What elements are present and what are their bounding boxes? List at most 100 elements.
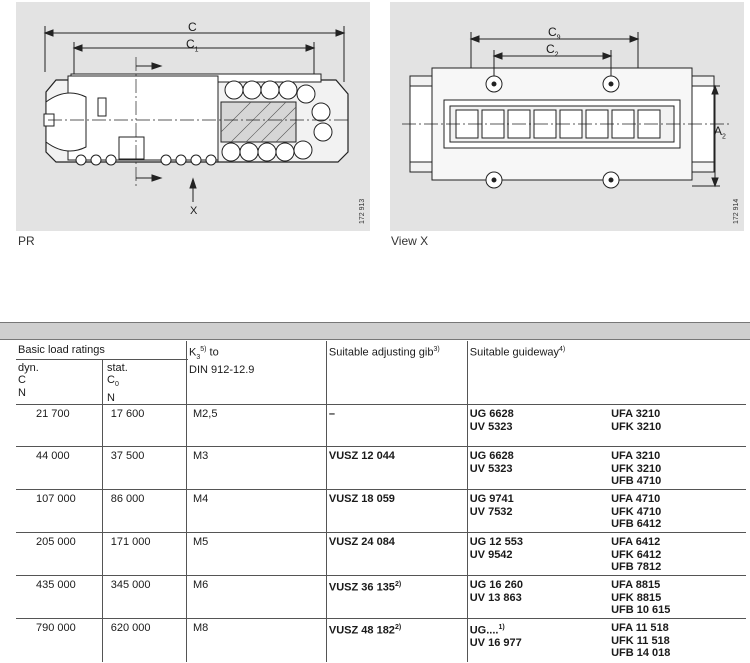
cell-dyn: 790 000 — [16, 618, 103, 662]
cell-dyn: 435 000 — [16, 575, 103, 619]
header-k3-line1: K35) to — [189, 346, 219, 361]
gib-value: VUSZ 24 084 — [328, 536, 395, 549]
guideway-item: UFK 4710 — [611, 505, 662, 518]
guideway-item: UFA 3210 — [611, 450, 661, 463]
cell-k3: M5 — [186, 532, 327, 576]
pr-drawing — [43, 26, 350, 202]
guideway-item: UV 16 977 — [469, 637, 522, 650]
guideway-item: UV 5323 — [469, 420, 513, 433]
guideway-item: UFK 11 518 — [611, 634, 670, 647]
cell-k3: M6 — [186, 575, 327, 619]
cell-gib: – — [325, 404, 468, 447]
cell-guideway-a: UG....1)UV 16 977 — [466, 618, 610, 662]
cell-gib: VUSZ 48 1822) — [325, 618, 468, 662]
guideway-item: UFK 6412 — [611, 548, 662, 561]
guideway-item: UV 9542 — [469, 548, 513, 561]
guideway-item: UFB 14 018 — [611, 647, 671, 660]
table-header-row: Basic load ratings dyn. C N stat. C0 N K… — [16, 341, 746, 405]
cell-stat: 620 000 — [101, 618, 187, 662]
cell-stat: 171 000 — [101, 532, 187, 576]
header-stat: stat. C0 N — [102, 359, 186, 405]
cell-k3: M4 — [186, 489, 327, 533]
figure-number: 172 913 — [359, 198, 366, 224]
guideway-item: UFA 4710 — [611, 493, 661, 506]
cell-gib: VUSZ 12 044 — [325, 446, 468, 490]
view-x-drawing — [402, 32, 732, 189]
cell-gib: VUSZ 18 059 — [325, 489, 468, 533]
figure-number: 172 914 — [733, 198, 740, 224]
guideway-item: UFA 8815 — [611, 579, 661, 592]
gib-value: VUSZ 18 059 — [328, 493, 395, 506]
guideway-item: UFB 6412 — [611, 518, 662, 531]
dim-c2-label: C2 — [546, 42, 559, 59]
gib-value: VUSZ 36 135 — [328, 581, 395, 594]
header-stat-line2: C0 — [107, 374, 119, 389]
dim-c-label: C — [188, 20, 197, 34]
guideway-item: UFK 3210 — [611, 462, 662, 475]
guideway-item: UV 5323 — [469, 462, 513, 475]
cell-k3: M8 — [186, 618, 327, 662]
header-gib: Suitable adjusting gib3) — [325, 341, 468, 405]
cell-stat: 345 000 — [101, 575, 187, 619]
header-dyn-line1: dyn. — [18, 361, 39, 374]
guideway-item: UFB 7812 — [611, 561, 662, 574]
cell-dyn: 107 000 — [16, 489, 103, 533]
guideway-item: UG 6628 — [469, 408, 514, 421]
gib-value: VUSZ 48 182 — [328, 624, 395, 637]
header-dyn-unit: N — [18, 386, 26, 399]
gib-value: – — [328, 408, 336, 421]
figure-caption-pr: PR — [18, 234, 35, 248]
header-stat-unit: N — [107, 391, 115, 404]
cell-stat: 37 500 — [101, 446, 187, 490]
guideway-item: UV 7532 — [469, 505, 513, 518]
header-dyn-line2: C — [18, 374, 26, 386]
header-basic-load-label: Basic load ratings — [16, 341, 188, 360]
guideway-item: UG 9741 — [469, 493, 514, 506]
table-band — [0, 322, 750, 340]
figure-caption-view-x: View X — [391, 234, 429, 248]
header-dyn: dyn. C N — [16, 360, 102, 405]
cell-k3: M3 — [186, 446, 327, 490]
guideway-item: UG 12 553 — [469, 536, 523, 549]
guideway-item: UFA 11 518 — [611, 622, 669, 635]
figure-view-x: C9 C2 A2 172 914 — [390, 2, 744, 231]
cell-dyn: 21 700 — [16, 404, 103, 447]
gib-value: VUSZ 12 044 — [328, 450, 395, 463]
header-k3-line2: DIN 912-12.9 — [189, 364, 255, 377]
cell-k3: M2,5 — [186, 404, 327, 447]
header-basic-load: Basic load ratings dyn. C N stat. C0 N — [16, 341, 188, 405]
dim-a2-label: A2 — [714, 124, 726, 141]
cell-gib: VUSZ 36 1352) — [325, 575, 468, 619]
guideway-item: UFA 6412 — [611, 536, 661, 549]
guideway-item: UFB 4710 — [611, 475, 662, 488]
gib-footnote: 2) — [394, 624, 402, 632]
guideway-item: UG....1) — [469, 624, 505, 637]
header-k3: K35) to DIN 912-12.9 — [186, 341, 327, 405]
header-stat-line1: stat. — [107, 361, 128, 374]
cell-dyn: 44 000 — [16, 446, 103, 490]
guideway-item: UFK 8815 — [611, 591, 662, 604]
spec-table: Basic load ratings dyn. C N stat. C0 N K… — [16, 341, 746, 662]
dim-c9-label: C9 — [548, 25, 561, 42]
guideway-item: UFB 10 615 — [611, 604, 671, 617]
cell-stat: 17 600 — [101, 404, 187, 447]
guideway-item: UFK 3210 — [611, 420, 662, 433]
gib-footnote: 2) — [394, 581, 402, 589]
guideway-item: UG 16 260 — [469, 579, 523, 592]
cell-stat: 86 000 — [101, 489, 187, 533]
figure-pr: C C1 X 172 913 — [16, 2, 370, 231]
